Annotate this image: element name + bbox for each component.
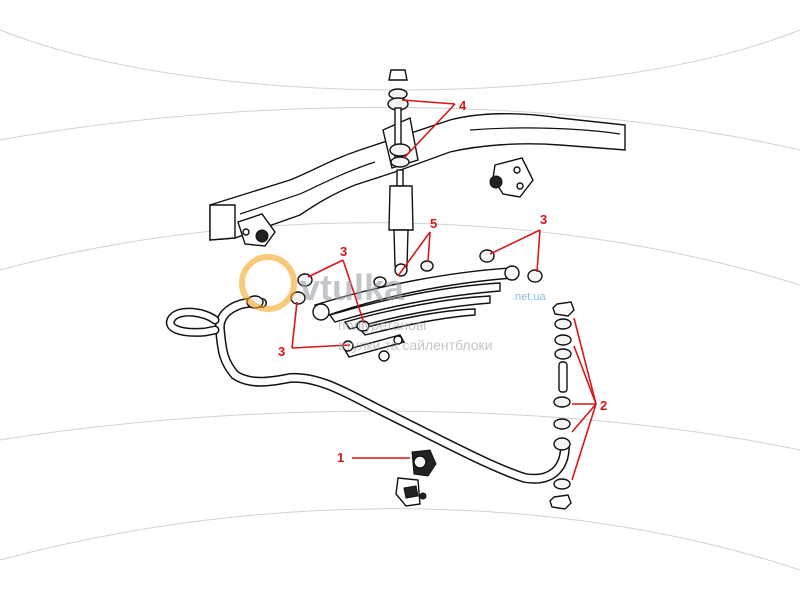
callout-3-right: 3 [540,212,547,227]
lower-shock-bushings [373,260,434,288]
watermark: vtulka .net.ua поліуретанові втулки та с… [239,254,547,353]
callout-3-lower-left: 3 [278,344,285,359]
watermark-domain: .net.ua [512,291,547,303]
stabilizer-clamp [395,477,427,507]
leaf-spring [312,265,520,336]
callout-4: 4 [459,98,467,113]
front-spring-hanger [237,213,276,247]
brand-logo-ring [239,254,297,312]
stabilizer-bushing [411,449,437,477]
rear-spring-hanger [489,157,534,198]
callout-2: 2 [600,398,607,413]
watermark-brand: vtulka [300,267,405,308]
shock-absorber [388,169,414,277]
stabilizer-end-link-kit [549,301,575,510]
callout-labels: 4 5 3 3 3 2 1 [278,98,607,465]
watermark-tagline-1: поліуретанові [338,317,426,333]
vehicle-frame [209,113,626,241]
callout-leaders [291,99,597,481]
callout-1: 1 [337,450,344,465]
callout-3-upper-left: 3 [340,244,347,259]
shock-upper-mount [382,69,419,169]
watermark-tagline-2: втулки та сайлентблоки [338,337,492,353]
spring-shackle [342,334,406,362]
callout-5: 5 [430,216,437,231]
